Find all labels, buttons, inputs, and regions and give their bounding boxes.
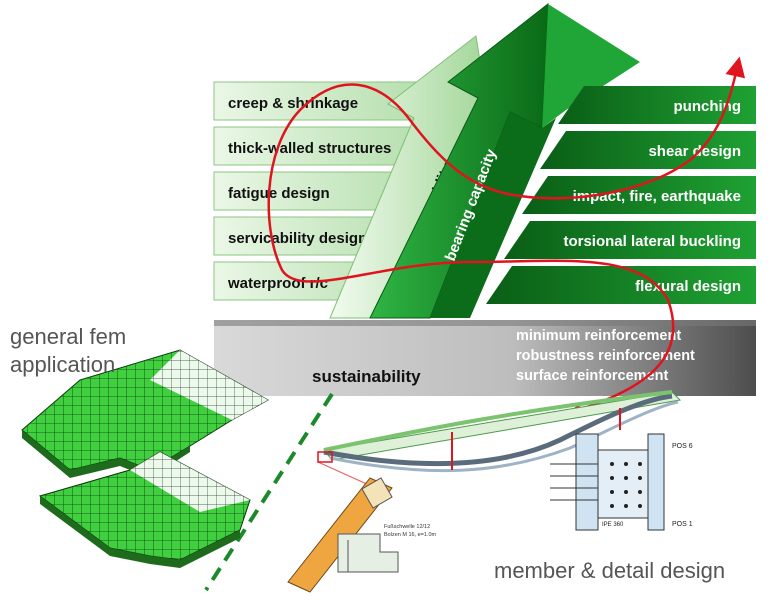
timber-detail-drawing: Fußschwelle 12/12 Bolzen M 16, e=1.0m xyxy=(287,461,437,593)
steel-pos-top: POS 6 xyxy=(672,443,693,450)
right-bar-impact: impact, fire, earthquake xyxy=(522,176,756,214)
left-bar-label: fatigue design xyxy=(228,185,330,202)
right-bar-label: torsional lateral buckling xyxy=(563,233,741,250)
member-design-caption: member & detail design xyxy=(494,558,725,583)
bearing-capacity-bars: punching shear design impact, fire, eart… xyxy=(486,86,756,304)
right-bar-punching: punching xyxy=(558,86,756,124)
reinforcement-item: minimum reinforcement xyxy=(516,328,681,344)
fem-caption-line1: general fem xyxy=(10,324,126,349)
reinforcement-item: robustness reinforcement xyxy=(516,348,695,364)
fem-mesh-lower xyxy=(38,451,251,568)
right-bar-shear: shear design xyxy=(540,131,756,169)
sustainability-base: sustainability minimum reinforcement rob… xyxy=(214,320,756,396)
right-bar-torsional: torsional lateral buckling xyxy=(504,221,756,259)
timber-note-2: Bolzen M 16, e=1.0m xyxy=(384,532,437,538)
right-bar-flexural: flexural design xyxy=(486,266,756,304)
right-bar-label: shear design xyxy=(648,143,741,160)
timber-note-1: Fußschwelle 12/12 xyxy=(384,524,430,530)
sustainability-label: sustainability xyxy=(312,367,421,386)
left-bar-label: waterproof r/c xyxy=(227,275,328,292)
bearing-capacity-arrow: bearing capacity xyxy=(369,2,640,319)
steel-connection-drawing: POS 6 POS 1 IPE 360 xyxy=(550,433,693,531)
right-bar-label: punching xyxy=(674,98,742,115)
dashed-connector xyxy=(204,392,334,592)
reinforcement-item: surface reinforcement xyxy=(516,368,668,384)
beam-deformation xyxy=(317,390,682,473)
steel-pos-side: IPE 360 xyxy=(602,522,624,528)
fem-mesh-upper xyxy=(21,349,270,478)
left-bar-label: thick-walled structures xyxy=(228,140,391,157)
left-bar-label: creep & shrinkage xyxy=(228,95,358,112)
left-bar-label: servicability design xyxy=(228,230,367,247)
right-bar-label: impact, fire, earthquake xyxy=(573,188,741,205)
steel-pos-bottom: POS 1 xyxy=(672,521,693,528)
fem-caption-line2: application xyxy=(10,352,115,377)
red-process-curve xyxy=(267,56,746,412)
